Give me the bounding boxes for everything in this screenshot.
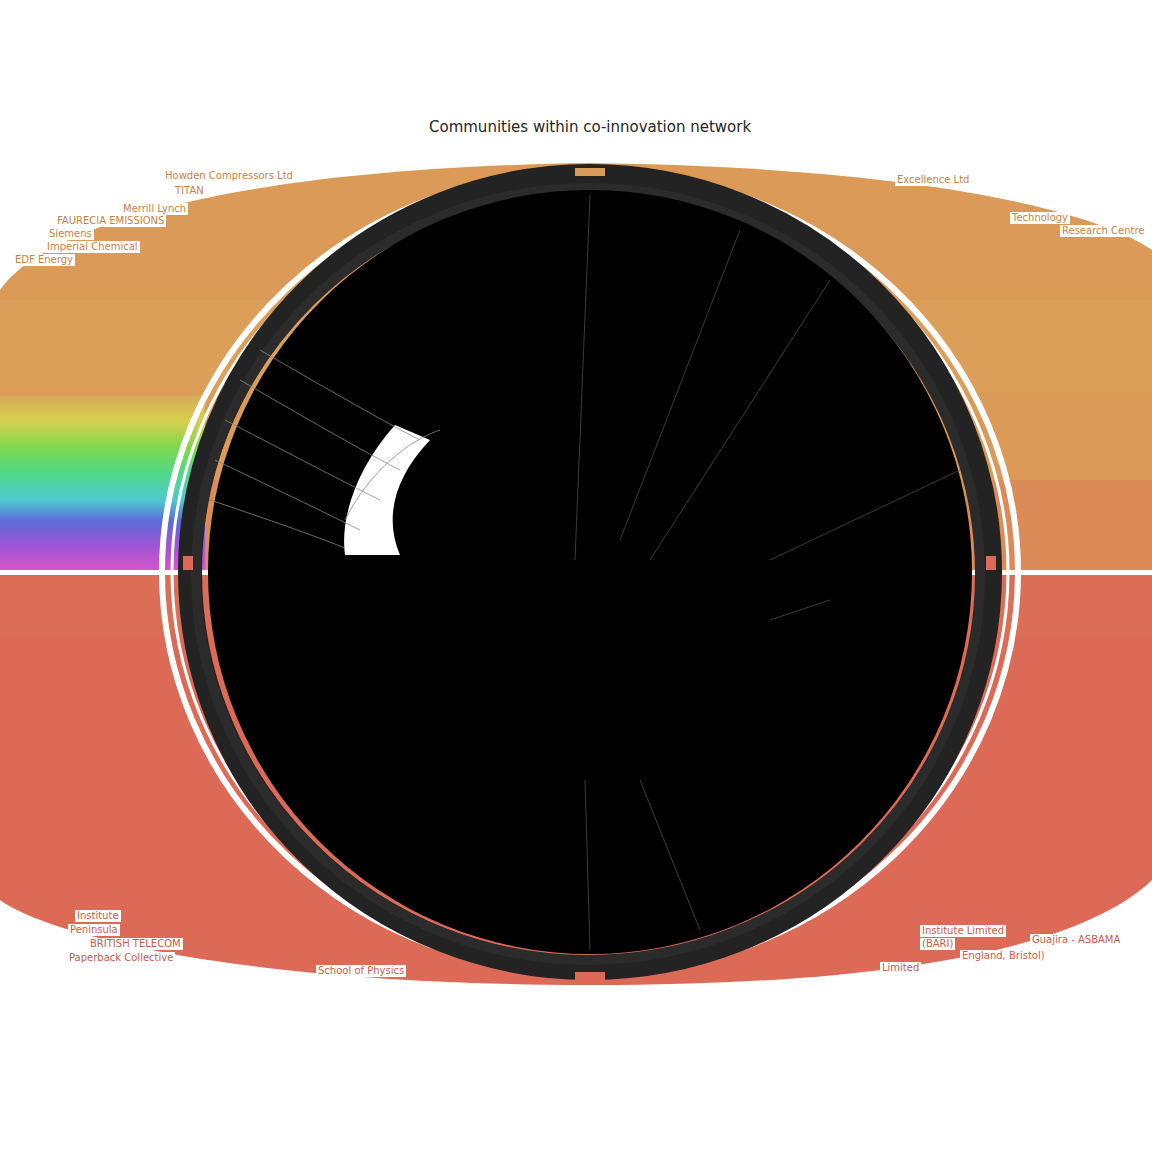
node-label: Institute <box>75 910 121 922</box>
chart-title: Communities within co-innovation network <box>429 118 751 136</box>
node-label: Peninsula <box>68 924 120 936</box>
node-label: TITAN <box>173 185 206 197</box>
node-label: Siemens <box>47 228 94 240</box>
node-label: Research Centre <box>1060 225 1147 237</box>
node-label: Howden Compressors Ltd <box>163 170 295 182</box>
node-label: Limited <box>880 962 921 974</box>
node-label: (BARI) <box>920 938 955 950</box>
node-label: FAURECIA EMISSIONS <box>55 215 166 227</box>
node-label: Paperback Collective <box>67 952 175 964</box>
node-label: BRITISH TELECOM <box>88 938 183 950</box>
node-label: EDF Energy <box>13 254 75 266</box>
node-label: School of Physics <box>316 965 406 977</box>
node-label: Imperial Chemical <box>45 241 140 253</box>
node-label: Guajira - ASBAMA <box>1030 934 1122 946</box>
node-label: Excellence Ltd <box>895 174 971 186</box>
node-label: England, Bristol) <box>960 950 1047 962</box>
node-label: Technology <box>1010 212 1070 224</box>
node-label: Institute Limited <box>920 925 1006 937</box>
node-label: Merrill Lynch <box>121 203 188 215</box>
